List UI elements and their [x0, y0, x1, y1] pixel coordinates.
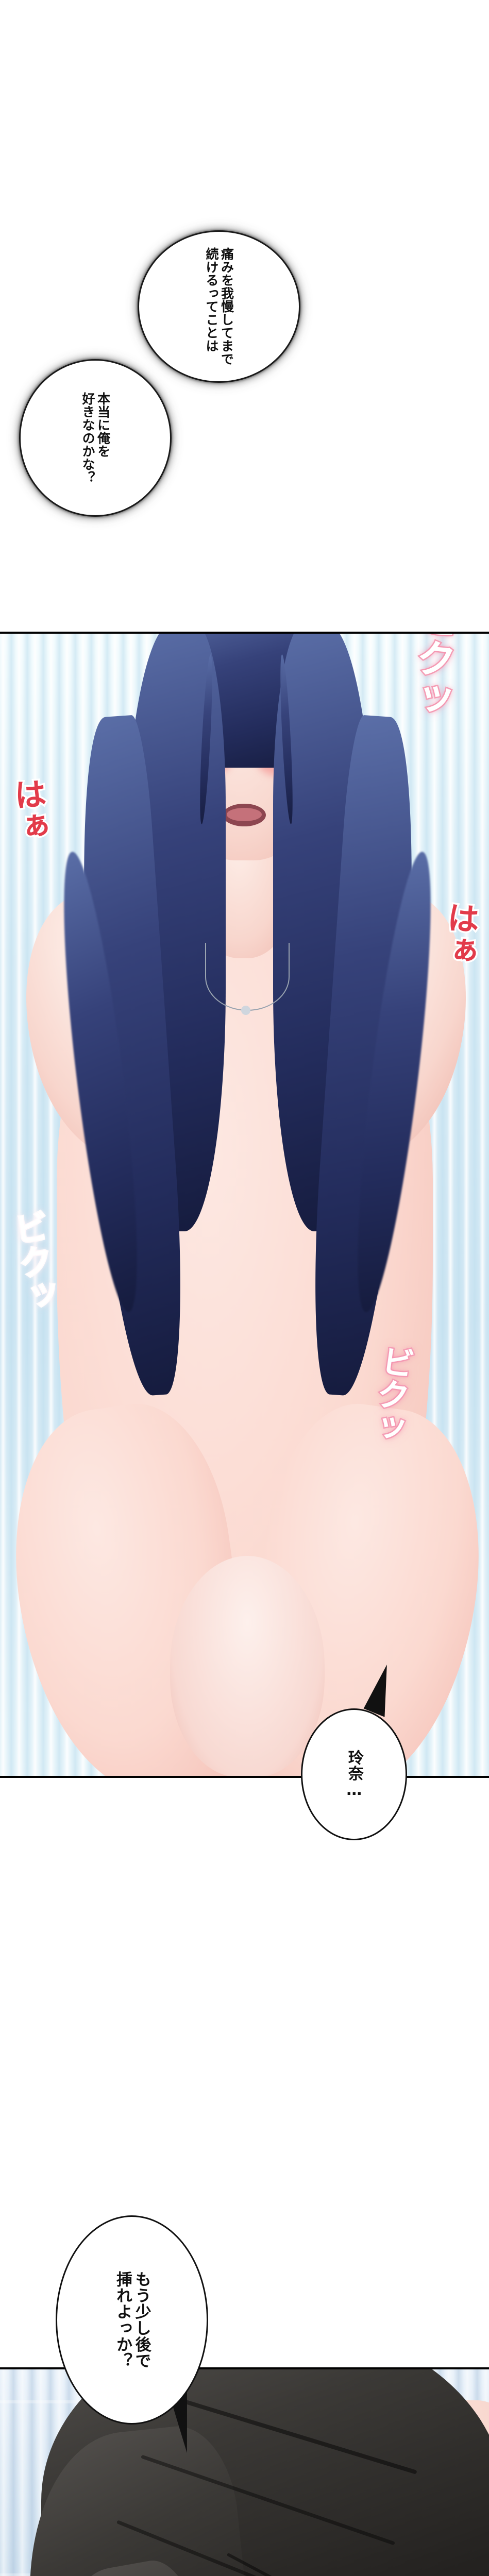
panel-2	[0, 2367, 489, 2576]
bubble-reina: 玲奈…	[301, 1708, 407, 1840]
thought-upper-text: 痛みを我慢してまで 続けるってことは	[204, 247, 234, 366]
panel-1: ビクッ はぁ はぁ ビクッ ビクッ	[0, 632, 489, 1778]
panel-2-figure	[0, 2369, 489, 2576]
thought-lower-text: 本当に俺を 好きなのかな？	[80, 392, 111, 484]
bubble-insert-later: もう少し後で 挿れよっか？	[56, 2215, 208, 2425]
bubble-reina-text: 玲奈…	[345, 1749, 363, 1800]
panel-1-figure	[0, 634, 489, 1776]
thought-bubble-lower: 本当に俺を 好きなのかな？	[21, 361, 170, 515]
thought-bubble-upper: 痛みを我慢してまで 続けるってことは	[139, 232, 299, 381]
bubble-insert-later-text: もう少し後で 挿れよっか？	[113, 2271, 151, 2369]
